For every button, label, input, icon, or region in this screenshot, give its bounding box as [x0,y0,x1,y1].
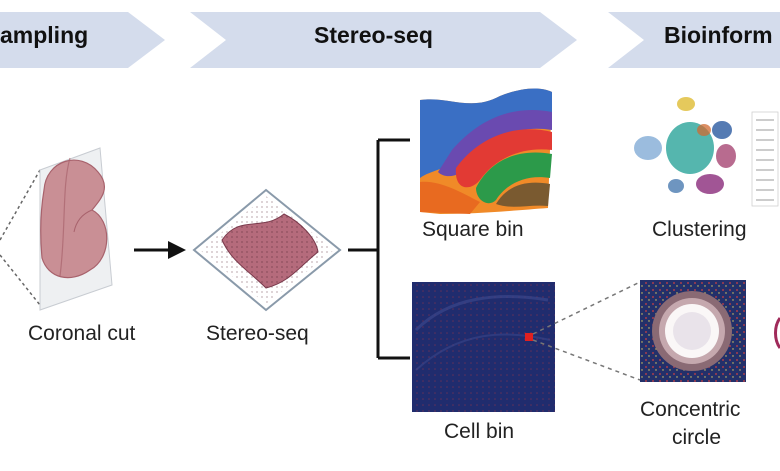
concentric-circle-icon [640,280,746,382]
cell-bin-zoom-marker [525,333,533,341]
caption-circle: circle [672,426,721,450]
cut-off-icon [776,318,780,348]
arrow-head [168,241,186,259]
square-bin-map [420,89,552,214]
caption-cell-bin: Cell bin [444,420,514,444]
cell-bin-map [412,282,555,412]
dashed-guide-bottom [0,255,40,305]
stage-label-sampling: ampling [0,22,88,49]
dashed-guide-top [0,170,40,240]
umap-cluster-icon [634,97,778,206]
caption-clustering: Clustering [652,218,747,242]
caption-concentric: Concentric [640,398,740,422]
stage-label-stereo-seq: Stereo-seq [314,22,433,49]
caption-stereo-seq: Stereo-seq [206,322,309,346]
stereo-seq-chip-icon [194,190,340,310]
caption-coronal-cut: Coronal cut [28,322,135,346]
caption-square-bin: Square bin [422,218,524,242]
stage-label-bioinformatics: Bioinform [664,22,773,49]
brain-tissue-icon [41,158,107,278]
